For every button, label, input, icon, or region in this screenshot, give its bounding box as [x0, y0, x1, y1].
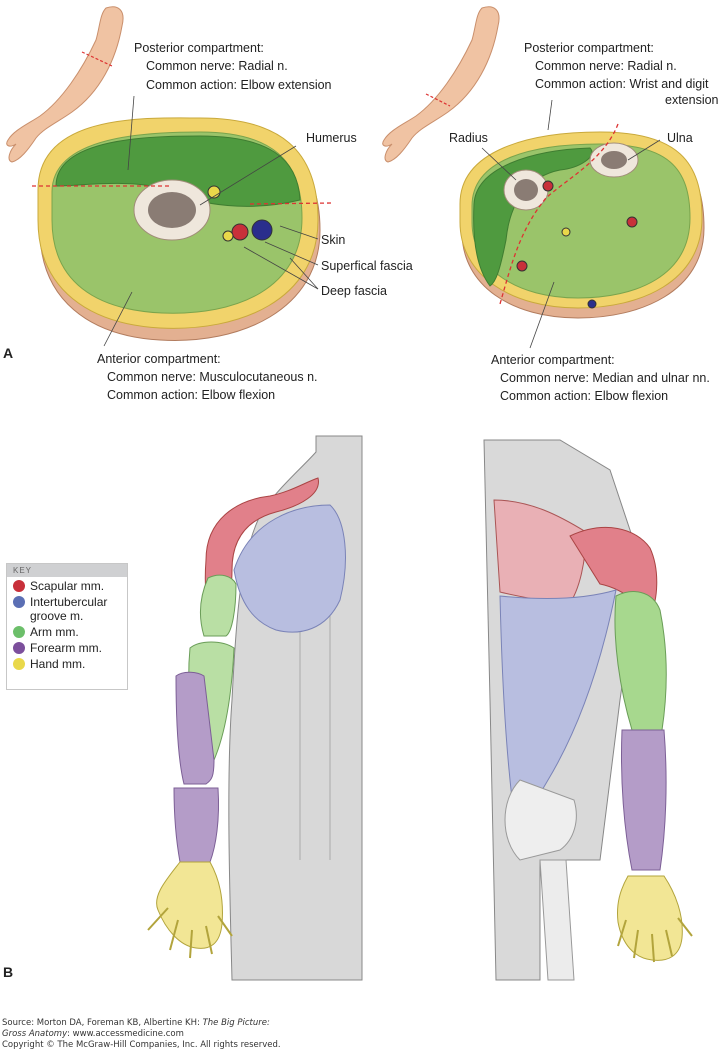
anterior-upper-limb-illustration: [147, 435, 363, 981]
label-superficial-fascia: Superfical fascia: [321, 259, 413, 273]
hand-swatch-icon: [13, 658, 25, 670]
source-line1-prefix: Source: Morton DA, Foreman KB, Albertine…: [2, 1018, 203, 1028]
posterior-upper-limb-illustration: [483, 439, 693, 981]
source-citation: Source: Morton DA, Foreman KB, Albertine…: [2, 1018, 281, 1051]
key-item-intertubercular: Intertubercular groove m.: [7, 595, 120, 623]
scapular-swatch-icon: [13, 580, 25, 592]
source-url: : www.accessmedicine.com: [67, 1029, 184, 1039]
key-item-arm: Arm mm.: [7, 625, 127, 639]
upper-arm-cross-section: [32, 95, 333, 347]
label-ulna: Ulna: [667, 131, 693, 145]
upper-arm-anterior-title: Anterior compartment:: [97, 352, 221, 366]
panel-b-letter: B: [3, 964, 14, 980]
forearm-cross-section: [459, 99, 705, 349]
upper-arm-posterior-action: Common action: Elbow extension: [146, 78, 332, 92]
key-label: Intertubercular groove m.: [30, 595, 108, 623]
arm-swatch-icon: [13, 626, 25, 638]
label-radius: Radius: [449, 131, 488, 145]
key-item-hand: Hand mm.: [7, 657, 127, 671]
upper-arm-anterior-action: Common action: Elbow flexion: [107, 388, 276, 402]
key-heading: KEY: [7, 564, 127, 577]
color-key: KEY Scapular mm. Intertubercular groove …: [6, 563, 128, 690]
source-book-subtitle: Gross Anatomy: [2, 1029, 68, 1039]
forearm-posterior-nerve: Common nerve: Radial n.: [535, 59, 677, 73]
forearm-anterior-title: Anterior compartment:: [491, 353, 615, 367]
upper-arm-anterior-nerve: Common nerve: Musculocutaneous n.: [107, 370, 318, 384]
forearm-posterior-action-2: extension: [665, 93, 719, 107]
forearm-anterior-nerve: Common nerve: Median and ulnar nn.: [500, 371, 710, 385]
key-label: Hand mm.: [30, 657, 86, 671]
key-label: Arm mm.: [30, 625, 79, 639]
label-skin: Skin: [321, 233, 346, 247]
panel-a-letter: A: [3, 345, 14, 361]
key-item-scapular: Scapular mm.: [7, 579, 127, 593]
forearm-posterior-title: Posterior compartment:: [524, 41, 654, 55]
forearm-anterior-action: Common action: Elbow flexion: [500, 389, 669, 403]
forearm-posterior-action-1: Common action: Wrist and digit: [535, 77, 709, 91]
forearm-swatch-icon: [13, 642, 25, 654]
source-book-title: The Big Picture:: [202, 1018, 270, 1028]
label-deep-fascia: Deep fascia: [321, 284, 388, 298]
label-humerus: Humerus: [306, 131, 357, 145]
key-item-forearm: Forearm mm.: [7, 641, 127, 655]
key-label: Forearm mm.: [30, 641, 102, 655]
intertubercular-swatch-icon: [13, 596, 25, 608]
key-label: Scapular mm.: [30, 579, 105, 593]
upper-arm-posterior-nerve: Common nerve: Radial n.: [146, 59, 288, 73]
forearm-location-sketch: [382, 6, 500, 163]
copyright-text: Copyright © The McGraw-Hill Companies, I…: [2, 1040, 281, 1050]
upper-arm-posterior-title: Posterior compartment:: [134, 41, 264, 55]
upper-arm-location-sketch: [6, 6, 124, 163]
